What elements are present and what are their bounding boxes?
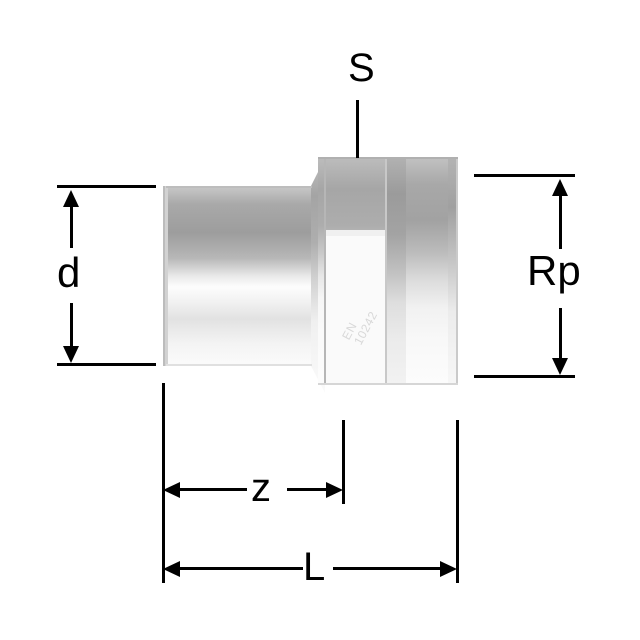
dimension-line-d-lower (70, 303, 73, 355)
dimension-line-z-right (287, 488, 327, 491)
arrowhead-d-bottom (63, 346, 79, 363)
dimension-label-rp: Rp (527, 247, 581, 294)
arrowhead-z-right (326, 482, 343, 498)
extension-line-l-right (456, 420, 459, 583)
extension-line-d-top (57, 185, 156, 188)
arrowhead-l-left (163, 561, 180, 577)
dimension-line-rp-lower (559, 308, 562, 368)
arrowhead-d-top (63, 190, 79, 207)
extension-line-l-left (162, 383, 165, 583)
dimension-label-s: S (348, 46, 375, 90)
dimension-line-z-left (178, 488, 247, 491)
dimension-leader-s (356, 100, 359, 158)
extension-line-rp-top (474, 174, 575, 177)
arrowhead-l-right (440, 561, 457, 577)
dimension-label-d: d (57, 249, 81, 296)
dimension-line-rp-upper (559, 185, 562, 249)
extension-line-z-right (342, 420, 345, 504)
extension-line-d-bottom (57, 363, 156, 366)
arrowhead-z-left (163, 482, 180, 498)
dimension-line-l-right (333, 567, 441, 570)
dimension-line-d-upper (70, 196, 73, 248)
dimension-line-l-left (178, 567, 303, 570)
arrowhead-rp-bottom (552, 358, 568, 375)
arrowhead-rp-top (552, 179, 568, 196)
extension-line-rp-bottom (474, 375, 575, 378)
dimension-label-l: L (303, 545, 326, 589)
dimension-label-z: z (251, 466, 271, 510)
